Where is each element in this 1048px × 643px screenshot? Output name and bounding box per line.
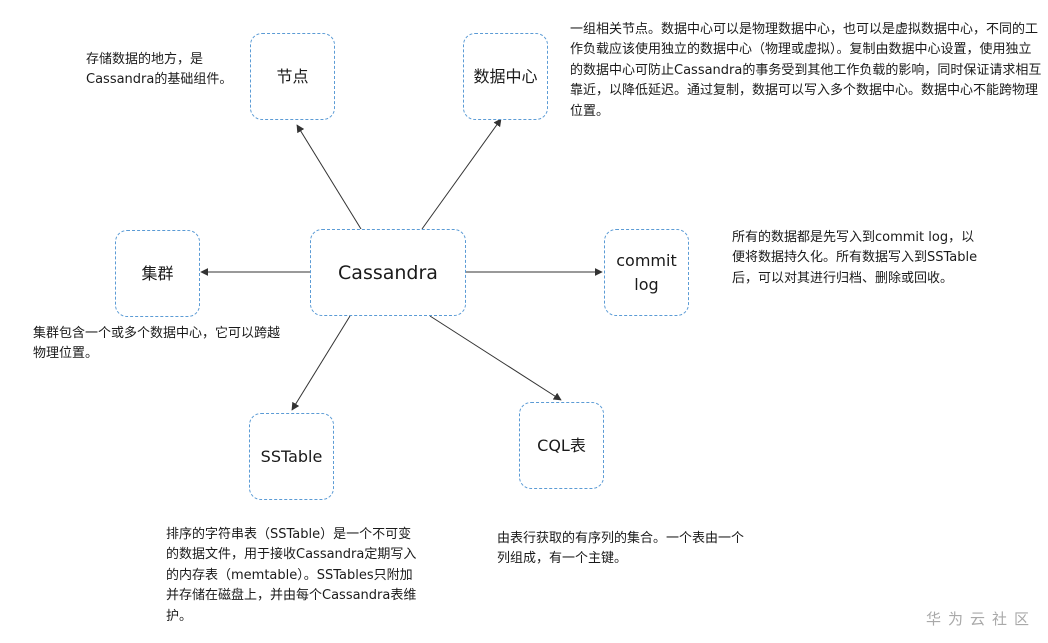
sstable-label: SSTable	[260, 446, 323, 466]
arrow-to-cqltable	[429, 315, 562, 401]
sstable-description: 排序的字符串表（SSTable）是一个不可变的数据文件，用于接收Cassandr…	[166, 527, 417, 624]
watermark: 华为云社区	[926, 610, 1037, 628]
datacenter-description: 一组相关节点。数据中心可以是物理数据中心，也可以是虚拟数据中心，不同的工作负载应…	[570, 22, 1042, 119]
cassandra-node-label: Cassandra	[338, 261, 438, 284]
sstable-box[interactable]: SSTable	[249, 413, 334, 500]
commitlog-label: commit log	[616, 250, 677, 294]
cluster-description: 集群包含一个或多个数据中心，它可以跨越物理位置。	[33, 326, 281, 362]
node-concept-description: 存储数据的地方，是Cassandra的基础组件。	[86, 52, 233, 88]
node-concept-box[interactable]: 节点	[250, 33, 335, 120]
arrow-to-node	[296, 124, 362, 230]
commitlog-box[interactable]: commit log	[604, 229, 689, 316]
arrow-to-sstable	[291, 315, 351, 411]
datacenter-box[interactable]: 数据中心	[463, 33, 548, 120]
cluster-label: 集群	[141, 263, 174, 283]
cassandra-node[interactable]: Cassandra	[310, 229, 466, 316]
cluster-box[interactable]: 集群	[115, 230, 200, 317]
node-concept-label: 节点	[276, 66, 309, 86]
cqltable-box[interactable]: CQL表	[519, 402, 604, 489]
datacenter-label: 数据中心	[473, 66, 538, 86]
cqltable-label: CQL表	[537, 435, 586, 455]
cqltable-description: 由表行获取的有序列的集合。一个表由一个列组成，有一个主键。	[497, 531, 745, 567]
arrow-to-datacenter	[421, 118, 502, 230]
commitlog-description: 所有的数据都是先写入到commit log，以便将数据持久化。所有数据写入到SS…	[732, 230, 978, 286]
